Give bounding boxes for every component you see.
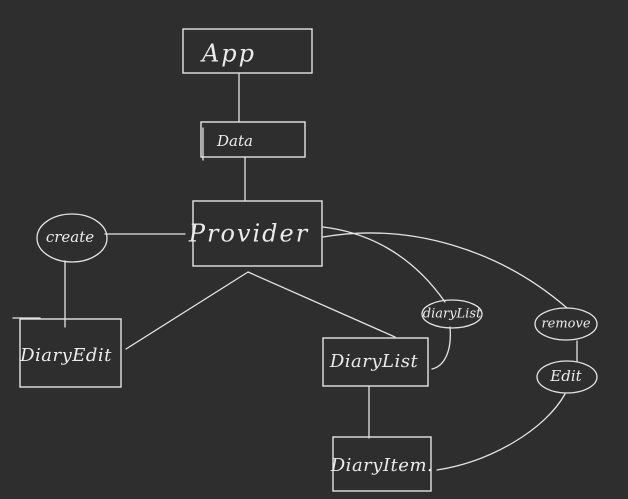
edge-provider-diarylist-prop (322, 226, 446, 303)
node-data: Data (200, 121, 306, 158)
node-diary-list-box (322, 337, 429, 387)
node-diary-edit-box (19, 318, 122, 388)
node-diary-list-label: DiaryList (329, 351, 419, 372)
node-provider: Provider (188, 200, 323, 267)
node-diary-item-label: DiaryItem. (330, 455, 433, 476)
prop-diary-list-label: diaryList (423, 307, 482, 322)
node-app-box (182, 28, 313, 74)
node-data-box (200, 121, 306, 158)
node-app: App (182, 28, 313, 74)
node-diary-list: DiaryList (322, 337, 429, 387)
node-diary-edit-label: DiaryEdit (19, 345, 112, 366)
node-provider-box (192, 200, 323, 267)
node-provider-label: Provider (188, 220, 309, 248)
prop-remove-label: remove (541, 317, 590, 332)
edge-provider-diaryedit (125, 271, 249, 350)
node-diary-item-box (332, 436, 432, 492)
node-app-label: App (200, 40, 256, 68)
connectors (12, 73, 578, 471)
node-diary-edit: DiaryEdit (19, 318, 122, 388)
prop-diary-list: diaryList (421, 299, 483, 329)
prop-edit-ellipse (536, 360, 598, 394)
prop-edit-label: Edit (549, 367, 582, 385)
prop-remove-ellipse (534, 307, 598, 341)
prop-create-ellipse (36, 213, 108, 263)
node-diary-item: DiaryItem. (330, 436, 433, 492)
prop-remove: remove (534, 307, 598, 341)
prop-edit: Edit (536, 360, 598, 394)
edge-diarylist-prop-diarylist (431, 326, 451, 370)
prop-create: create (36, 213, 108, 263)
prop-diary-list-ellipse (421, 299, 483, 329)
edge-provider-diarylist (247, 271, 396, 338)
node-data-label: Data (216, 132, 253, 150)
edge-edit-diaryitem (436, 393, 566, 471)
edge-provider-remove (322, 232, 568, 309)
prop-create-label: create (46, 228, 94, 246)
